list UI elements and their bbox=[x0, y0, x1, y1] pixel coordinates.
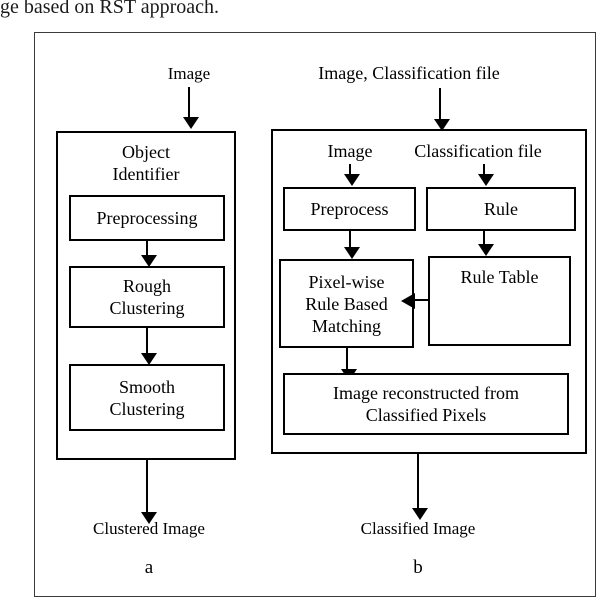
panel-a-arrow-rough-to-smooth bbox=[140, 328, 157, 365]
panel-b-arrow-image-to-preprocess bbox=[343, 164, 360, 186]
panel-a-step-rough-clustering: Rough Clustering bbox=[69, 266, 225, 328]
panel-b-arrow-output bbox=[411, 454, 428, 520]
panel-a-arrow-input bbox=[182, 87, 199, 129]
panel-b-arrow-rule-to-rule-table bbox=[477, 231, 494, 256]
panel-a-step-preprocessing: Preprocessing bbox=[69, 195, 225, 241]
panel-b-input-label: Image, Classification file bbox=[318, 63, 500, 83]
panel-b-arrow-preprocess-to-matching bbox=[343, 231, 360, 259]
panel-b-branch-label-left: Image bbox=[327, 141, 373, 161]
panel-a-output-label: Clustered Image bbox=[93, 519, 205, 538]
panel-a-caption: a bbox=[144, 557, 154, 578]
panel-b-box-reconstruct: Image reconstructed from Classified Pixe… bbox=[283, 373, 569, 435]
panel-a-step-smooth-clustering: Smooth Clustering bbox=[69, 364, 225, 431]
panel-b-box-rule: Rule bbox=[426, 187, 576, 231]
panel-b-box-matching: Pixel-wise Rule Based Matching bbox=[279, 259, 414, 348]
panel-b-arrow-matching-to-reconstruct bbox=[340, 348, 357, 381]
panel-b-output-label: Classified Image bbox=[360, 519, 476, 538]
panel-b-box-rule-table: Rule Table bbox=[428, 256, 571, 346]
panel-a-object-identifier-title: Object Identifier bbox=[112, 142, 180, 184]
panel-b-arrow-input bbox=[433, 88, 450, 131]
panel-b-caption: b bbox=[413, 557, 423, 578]
page-top-caption-text: ge based on RST approach. bbox=[0, 0, 220, 18]
panel-a-input-label: Image bbox=[167, 64, 211, 83]
panel-b-branch-label-right: Classification file bbox=[414, 141, 542, 161]
panel-a-arrow-preprocessing-to-rough bbox=[140, 241, 157, 267]
panel-b-box-preprocess: Preprocess bbox=[283, 187, 416, 231]
panel-b-arrow-rule-table-to-matching bbox=[401, 292, 430, 309]
panel-a-arrow-output bbox=[140, 460, 157, 524]
panel-b-arrow-classification-to-rule bbox=[477, 164, 494, 186]
panel-b-box-rule-table-label: Rule Table bbox=[460, 267, 539, 287]
figure-outer-frame: Image Object Identifier Preprocessing Ro… bbox=[34, 32, 596, 597]
